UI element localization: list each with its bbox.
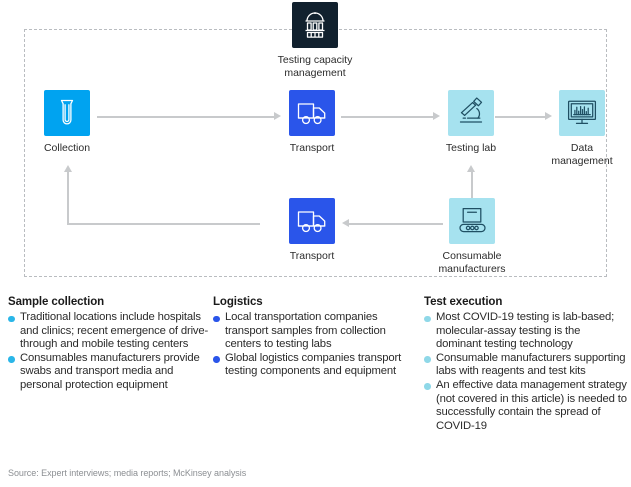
connector-consumable-to-lab [471, 172, 473, 200]
arrow-head-lab-to-data [545, 112, 552, 120]
connector-consumable-to-transport2 [348, 223, 443, 225]
arrow-head-consumable-to-transport2 [342, 219, 349, 227]
bullet-dot-icon [8, 356, 15, 363]
connector-transport-to-lab [341, 116, 436, 118]
truck-icon [297, 211, 326, 233]
list-item-text: Consumable manufacturers supporting labs… [436, 351, 626, 378]
monitor-chart-icon [567, 100, 597, 125]
source-footnote: Source: Expert interviews; media reports… [8, 468, 247, 478]
capitol-building-icon-chip [292, 2, 338, 48]
column-test-execution: Test execution Most COVID-19 testing is … [424, 296, 627, 433]
bullet-list: Traditional locations include hospitals … [8, 311, 213, 393]
microscope-icon [459, 97, 483, 123]
node-label: Testing capacity management [277, 54, 353, 79]
node-transport-outbound[interactable]: Transport [257, 90, 367, 155]
truck-icon-chip [289, 90, 335, 136]
truck-icon-chip-2 [289, 198, 335, 244]
bullet-dot-icon [424, 315, 431, 322]
connector-transport2-return-vertical [67, 172, 69, 224]
list-item-text: Traditional locations include hospitals … [20, 311, 209, 351]
list-item: Global logistics companies transport tes… [213, 352, 418, 379]
bullet-dot-icon [424, 356, 431, 363]
node-testing-lab[interactable]: Testing lab [416, 90, 526, 155]
column-title: Sample collection [8, 296, 105, 308]
node-label: Consumable manufacturers [438, 250, 506, 275]
list-item-text: Global logistics companies transport tes… [225, 351, 402, 378]
list-item: Traditional locations include hospitals … [8, 311, 213, 352]
connector-transport2-return-horizontal [67, 223, 260, 225]
node-label: Testing lab [445, 142, 497, 154]
arrow-head-consumable-to-lab [467, 165, 475, 172]
node-consumable-manufacturers[interactable]: Consumable manufacturers [417, 198, 527, 275]
bullet-dot-icon [8, 315, 15, 322]
arrow-head-return-to-collection [63, 165, 72, 172]
node-label: Collection [43, 142, 91, 154]
column-sample-collection: Sample collection Traditional locations … [8, 296, 213, 393]
process-flow-diagram: Testing capacity management Collection [12, 2, 631, 277]
connector-collection-to-transport [97, 116, 277, 118]
list-item-text: Consumables manufacturers provide swabs … [20, 351, 200, 391]
bullet-dot-icon [424, 383, 431, 390]
list-item-text: An effective data management strategy (n… [436, 378, 627, 432]
conveyor-belt-icon-chip [449, 198, 495, 244]
microscope-icon-chip [448, 90, 494, 136]
node-testing-capacity-management[interactable]: Testing capacity management [260, 2, 370, 79]
list-item: Local transportation companies transport… [213, 311, 418, 352]
arrow-head-collection-to-transport [274, 112, 281, 120]
capitol-building-icon [305, 12, 325, 38]
monitor-chart-icon-chip [559, 90, 605, 136]
node-collection[interactable]: Collection [12, 90, 122, 155]
list-item: Most COVID-19 testing is lab-based; mole… [424, 311, 627, 352]
bullet-list: Local transportation companies transport… [213, 311, 418, 379]
truck-icon [297, 103, 326, 125]
node-data-management[interactable]: Data management [527, 90, 631, 167]
node-label: Transport [289, 142, 335, 154]
node-label: Data management [551, 142, 613, 167]
column-logistics: Logistics Local transportation companies… [213, 296, 418, 379]
list-item: An effective data management strategy (n… [424, 379, 627, 433]
test-tube-icon [60, 99, 74, 125]
test-tube-icon-chip [44, 90, 90, 136]
bullet-dot-icon [213, 356, 220, 363]
node-label: Transport [289, 250, 335, 262]
node-transport-inbound[interactable]: Transport [257, 198, 367, 263]
column-title: Test execution [424, 296, 503, 308]
list-item-text: Local transportation companies transport… [225, 311, 386, 351]
bullet-dot-icon [213, 315, 220, 322]
list-item: Consumables manufacturers provide swabs … [8, 352, 213, 393]
bullet-list: Most COVID-19 testing is lab-based; mole… [424, 311, 627, 433]
arrow-head-transport-to-lab [433, 112, 440, 120]
conveyor-belt-icon [459, 207, 486, 233]
column-title: Logistics [213, 296, 263, 308]
list-item: Consumable manufacturers supporting labs… [424, 352, 627, 379]
list-item-text: Most COVID-19 testing is lab-based; mole… [436, 311, 615, 351]
connector-lab-to-data [495, 116, 548, 118]
